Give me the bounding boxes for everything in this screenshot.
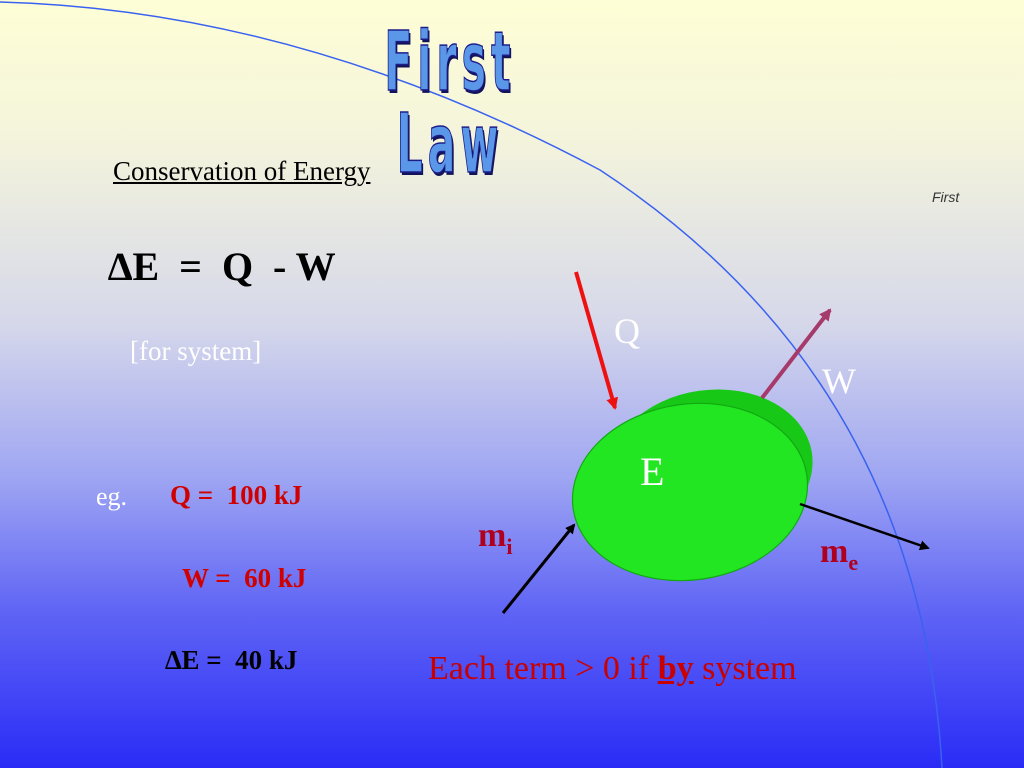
system-note: [for system] [130,336,262,366]
work-arrow [760,308,832,400]
boundary-curve [0,1,943,768]
heat-label: Q [614,311,640,351]
subtitle: Conservation of Energy [113,156,371,186]
mass-in-base: m [478,517,507,554]
mass-out-base: m [820,533,849,570]
mass-out-label: me [820,533,858,575]
sign-rule-emphasis: by [657,650,694,687]
heat-arrow [574,271,619,410]
mass-out-subscript: e [848,550,859,575]
work-label: W [822,361,856,401]
corner-label: First [932,189,960,205]
example-prefix: eg. [96,482,128,511]
sign-convention: Each term > 0 if by system [428,650,797,688]
mass-in-subscript: i [506,534,513,559]
example-energy: ∆E = 40 kJ [165,645,298,675]
mass-in-label: mi [478,517,512,559]
example-work: W = 60 kJ [182,563,307,593]
sign-rule-end: system [693,650,797,687]
slide-title: First Law [384,15,516,192]
energy-label: E [640,449,665,494]
system-blob [571,389,813,582]
sign-rule-start: Each term > 0 if [428,650,658,687]
energy-equation: ∆E = Q - W [108,244,336,289]
mass-out-arrow [799,502,930,551]
example-heat: Q = 100 kJ [170,480,303,510]
mass-in-arrow [501,523,576,614]
